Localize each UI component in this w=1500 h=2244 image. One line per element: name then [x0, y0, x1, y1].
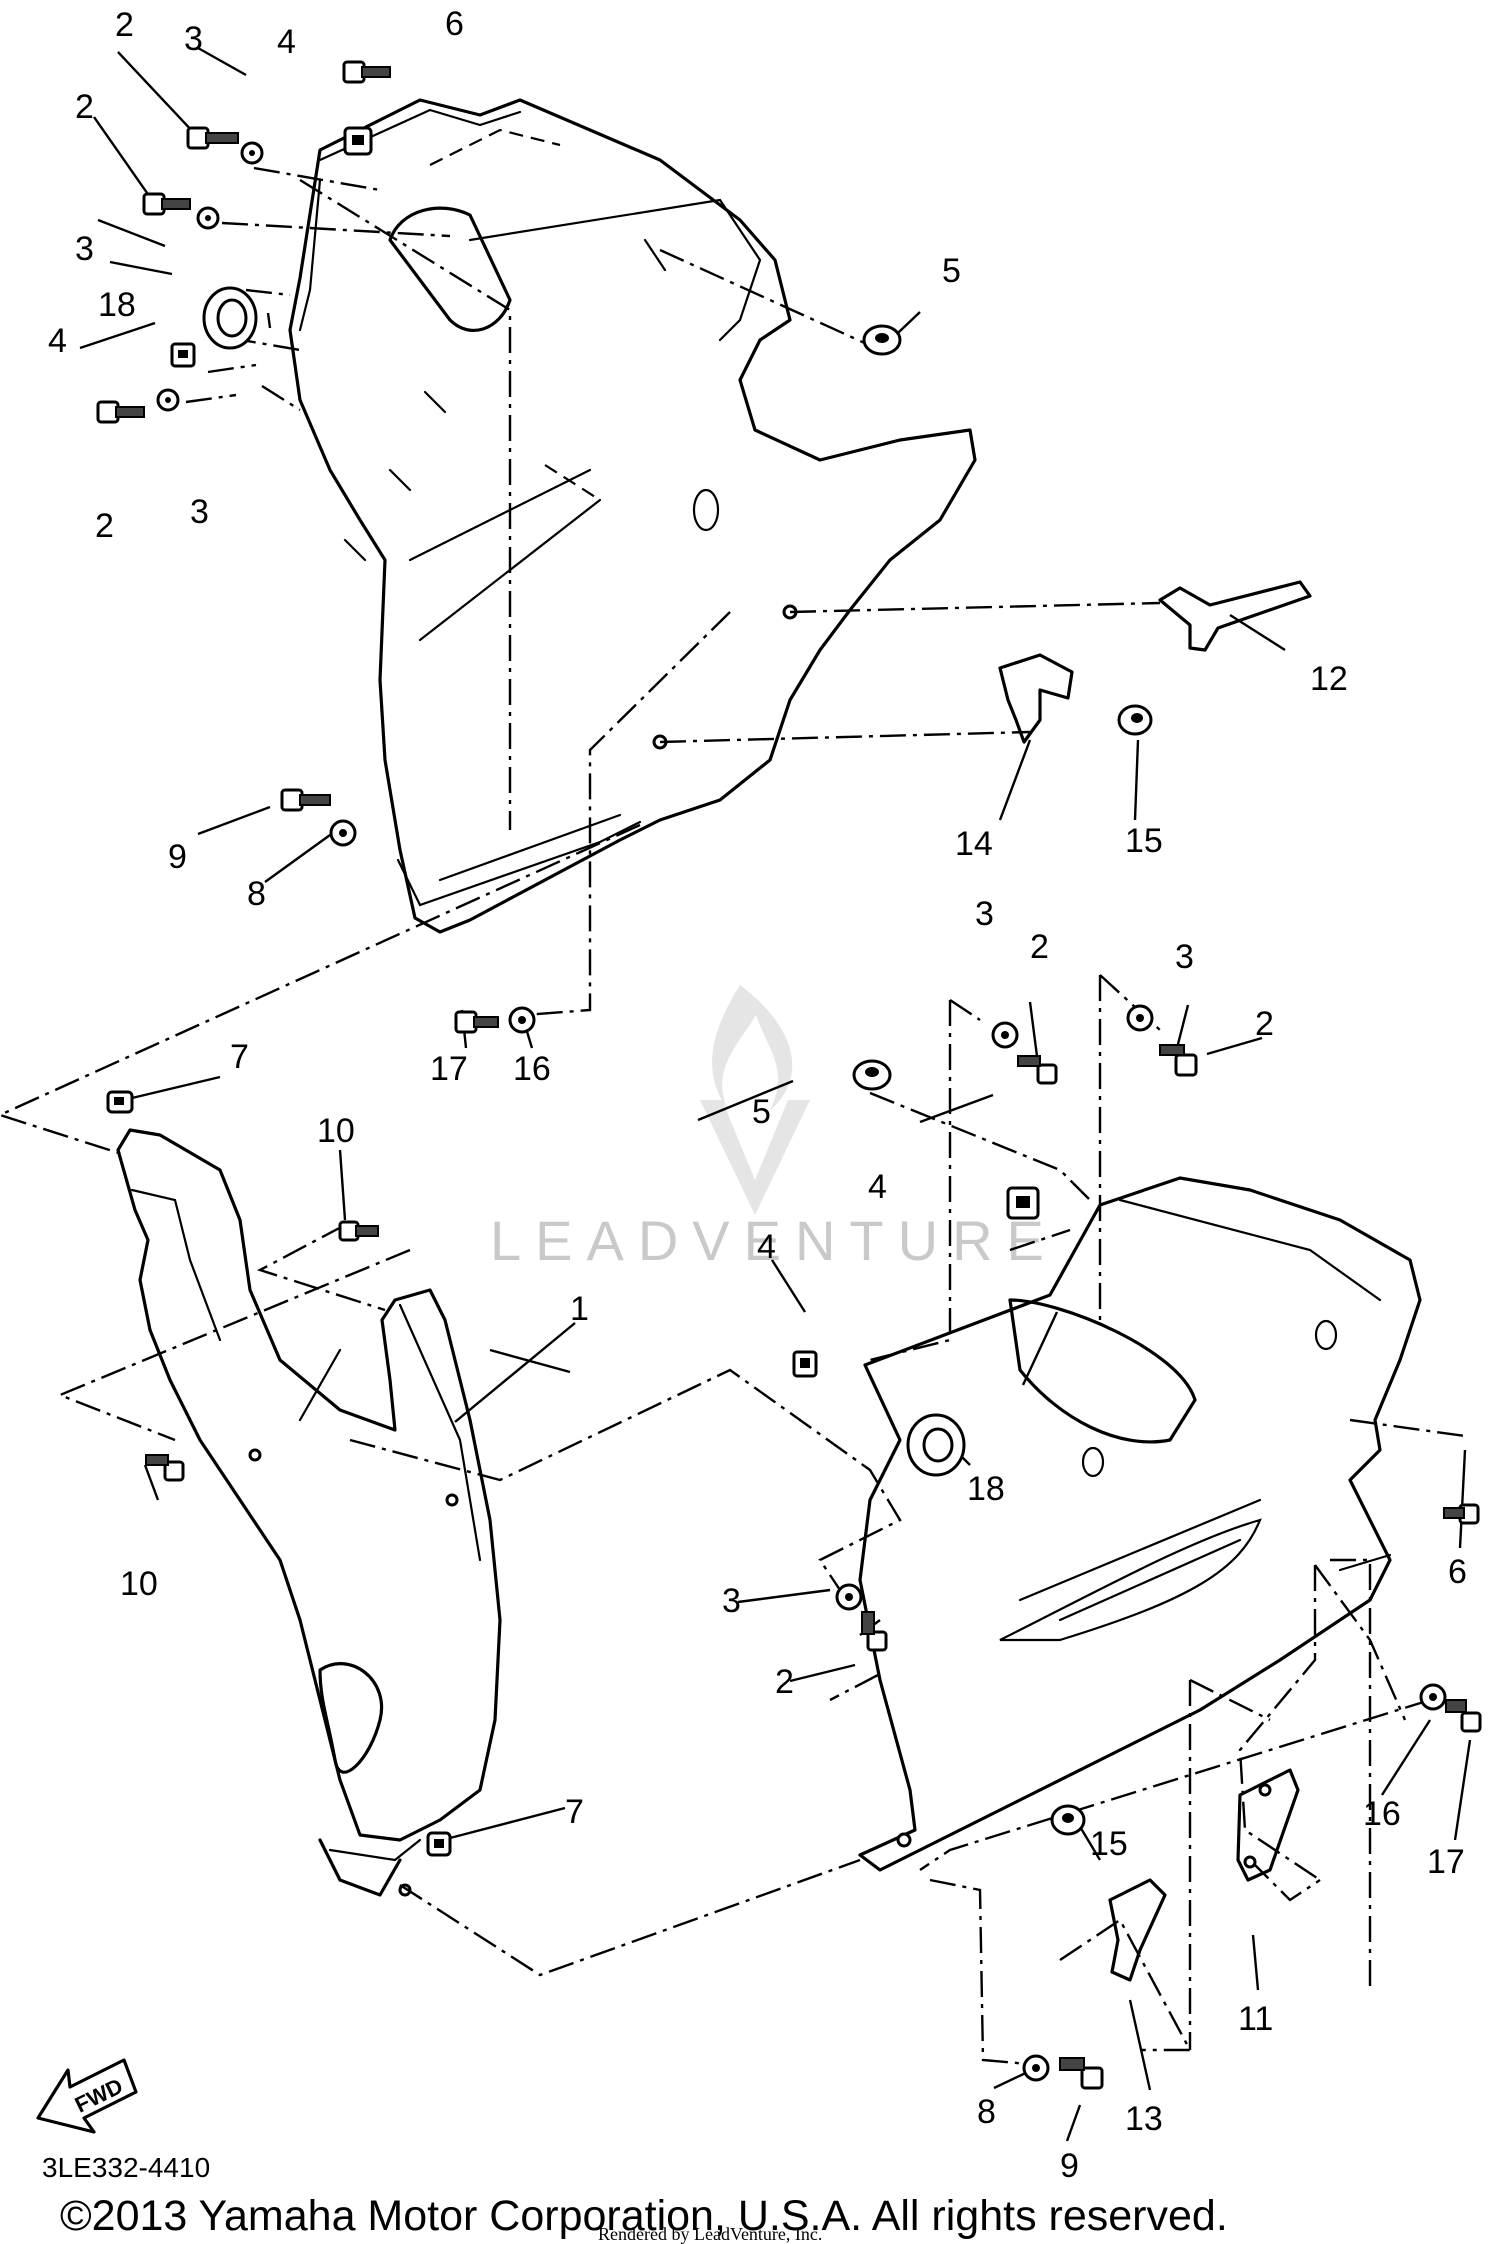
callout-6: 6 [1448, 1553, 1467, 1591]
grommet-icon [906, 1413, 966, 1477]
callout-4: 4 [868, 1168, 887, 1206]
collar-icon [862, 324, 902, 356]
callout-15: 15 [1090, 1825, 1128, 1863]
washer-icon [508, 1006, 536, 1034]
cap-nut-icon [1050, 1804, 1086, 1836]
callout-10: 10 [317, 1112, 355, 1150]
grommet-icon [202, 286, 258, 350]
callout-8: 8 [247, 875, 266, 913]
bracket-13 [1108, 1878, 1167, 1982]
callout-12: 12 [1310, 660, 1348, 698]
washer-icon [240, 141, 264, 165]
callout-3: 3 [975, 895, 994, 933]
washer-icon [156, 388, 180, 412]
collar-icon [852, 1059, 892, 1091]
bolt-icon [186, 126, 239, 150]
diagram-code: 3LE332-4410 [42, 2152, 210, 2183]
callout-2: 2 [75, 88, 94, 126]
washer-icon [1126, 1004, 1154, 1032]
clip-icon [426, 1831, 452, 1857]
inner-panel-1 [116, 1128, 502, 1897]
bolt-icon [338, 1220, 379, 1242]
callout-6: 6 [445, 5, 464, 43]
callout-10: 10 [120, 1565, 158, 1603]
washer-icon [1419, 1683, 1447, 1711]
callout-4: 4 [277, 23, 296, 61]
nut-icon [343, 126, 373, 156]
washer-icon [1022, 2054, 1050, 2082]
callout-9: 9 [1060, 2147, 1079, 2185]
bracket-14 [998, 653, 1074, 744]
callout-15: 15 [1125, 822, 1163, 860]
upper-cowling-inner-outline [429, 128, 601, 501]
watermark-logo [700, 985, 810, 1215]
bracket-12 [1158, 580, 1312, 652]
nut-icon [792, 1350, 818, 1378]
bolt-icon [1443, 1503, 1480, 1525]
callout-1: 1 [570, 1290, 589, 1328]
cap-nut-icon [1117, 704, 1153, 736]
callout-3: 3 [75, 230, 94, 268]
callout-17: 17 [1427, 1843, 1465, 1881]
callout-2: 2 [1255, 1005, 1274, 1043]
fwd-arrow-icon: FWD [36, 2058, 138, 2134]
lower-cowling-panel [858, 1176, 1422, 1872]
callout-3: 3 [190, 493, 209, 531]
bolt-icon [1445, 1699, 1482, 1733]
callout-4: 4 [757, 1228, 776, 1266]
leader-and-chain-lines [0, 46, 1472, 2142]
callout-9: 9 [168, 838, 187, 876]
bolt-icon [145, 1454, 185, 1482]
callout-numbers: 2 3 4 6 2 3 18 4 2 3 5 12 14 15 9 8 3 2 … [48, 5, 1467, 2185]
callout-4: 4 [48, 322, 67, 360]
callout-2: 2 [1030, 928, 1049, 966]
callout-2: 2 [95, 507, 114, 545]
washer-icon [835, 1583, 863, 1611]
callout-5: 5 [752, 1093, 771, 1131]
rendered-by-note: Rendered by LeadVenture, Inc. [598, 2224, 822, 2244]
callout-8: 8 [977, 2093, 996, 2131]
callout-17: 17 [430, 1050, 468, 1088]
bolt-icon [1159, 1044, 1198, 1077]
upper-cowling-panel [288, 98, 977, 934]
washer-icon [329, 819, 357, 847]
callout-16: 16 [513, 1050, 551, 1088]
bolt-icon [861, 1611, 888, 1652]
bolt-icon [96, 400, 145, 424]
hardware-parts [96, 60, 1482, 2090]
callout-14: 14 [955, 825, 993, 863]
callout-5: 5 [942, 252, 961, 290]
bracket-11 [1236, 1768, 1300, 1882]
callout-7: 7 [565, 1793, 584, 1831]
callout-18: 18 [967, 1470, 1005, 1508]
bolt-icon [1059, 2057, 1104, 2090]
washer-icon [196, 206, 220, 230]
callout-16: 16 [1363, 1795, 1401, 1833]
callout-2: 2 [115, 6, 134, 44]
nut-icon [1006, 1186, 1040, 1220]
bolt-icon [1017, 1055, 1058, 1085]
copyright-notice: ©2013 Yamaha Motor Corporation, U.S.A. A… [60, 2192, 1228, 2240]
bolt-icon [342, 60, 391, 84]
nut-icon [170, 342, 196, 368]
callout-13: 13 [1125, 2100, 1163, 2138]
callout-7: 7 [230, 1038, 249, 1076]
callout-11: 11 [1238, 2000, 1273, 2038]
bolt-icon [142, 192, 191, 216]
callout-2: 2 [775, 1663, 794, 1701]
bolt-icon [280, 788, 331, 812]
washer-icon [991, 1021, 1019, 1049]
callout-3: 3 [722, 1582, 741, 1620]
watermark-text: LEADVENTURE [490, 1209, 1058, 1272]
clip-icon [106, 1090, 134, 1114]
callout-3: 3 [1175, 938, 1194, 976]
callout-18: 18 [98, 286, 136, 324]
bolt-icon [454, 1010, 499, 1034]
callout-3: 3 [184, 20, 203, 58]
